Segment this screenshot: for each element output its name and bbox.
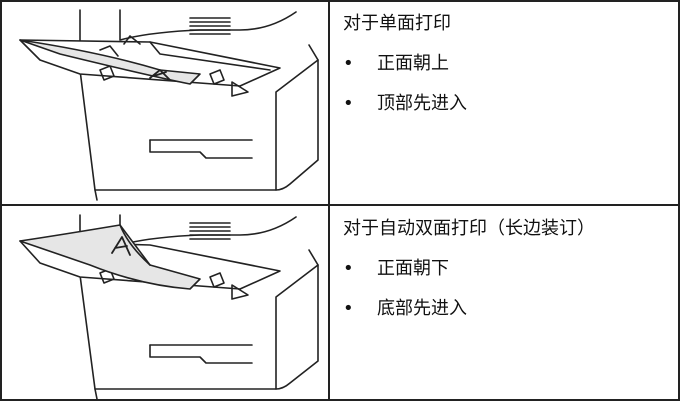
table-row-divider: [0, 204, 680, 206]
bullet-list-single-sided: • 正面朝上 • 顶部先进入: [343, 52, 467, 132]
instruction-cell-single-sided: 对于单面打印 • 正面朝上 • 顶部先进入: [329, 0, 680, 205]
table-border-right: [678, 0, 680, 401]
table-border-top: [0, 0, 680, 2]
heading-duplex: 对于自动双面打印（长边装订）: [343, 218, 595, 239]
list-item: • 底部先进入: [343, 297, 467, 337]
bullet-icon: •: [343, 53, 354, 74]
printer-mp-tray-face-down-icon: [19, 214, 319, 400]
bullet-text: 正面朝下: [377, 258, 449, 279]
bullet-icon: •: [343, 93, 354, 114]
heading-single-sided: 对于单面打印: [343, 13, 451, 34]
bullet-text: 底部先进入: [377, 298, 467, 319]
instruction-cell-duplex: 对于自动双面打印（长边装订） • 正面朝下 • 底部先进入: [329, 205, 680, 401]
printer-mp-tray-face-up-icon: [19, 9, 319, 201]
list-item: • 正面朝上: [343, 52, 467, 92]
illustration-cell-duplex: [0, 205, 329, 401]
table-column-divider: [328, 0, 330, 401]
list-item: • 正面朝下: [343, 257, 467, 297]
bullet-icon: •: [343, 298, 354, 319]
bullet-text: 顶部先进入: [377, 93, 467, 114]
list-item: • 顶部先进入: [343, 92, 467, 132]
bullet-text: 正面朝上: [377, 53, 449, 74]
bullet-icon: •: [343, 258, 354, 279]
table-border-left: [0, 0, 2, 401]
table-border-bottom: [0, 399, 680, 401]
bullet-list-duplex: • 正面朝下 • 底部先进入: [343, 257, 467, 337]
illustration-cell-single-sided: [0, 0, 329, 205]
